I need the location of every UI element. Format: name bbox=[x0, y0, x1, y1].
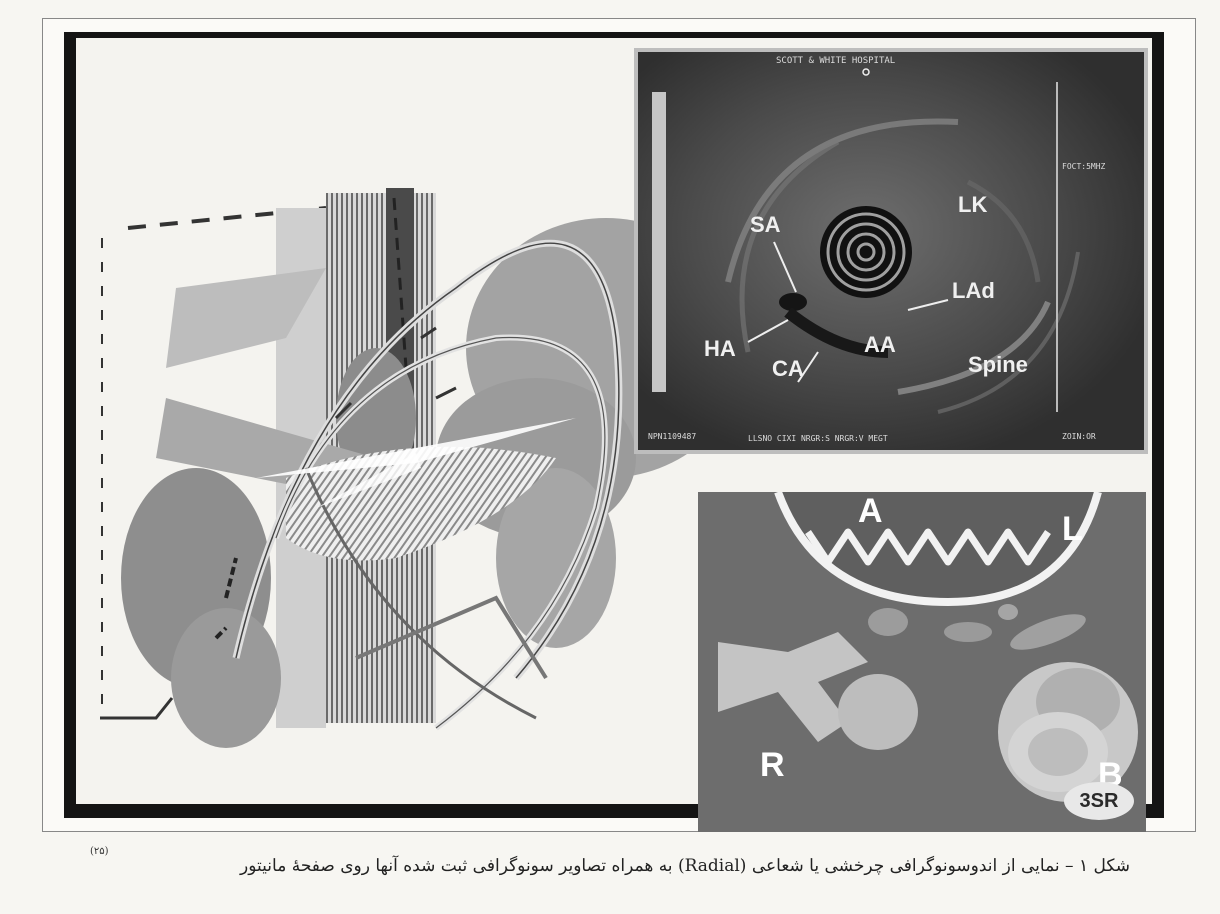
label-ca: CA bbox=[772, 356, 804, 382]
figure-caption: شکل ۱ – نمایی از اندوسونوگرافی چرخشی یا … bbox=[90, 856, 1130, 876]
ultrasound-footer-right: ZOIN:OR bbox=[1062, 432, 1096, 441]
label-lk: LK bbox=[958, 192, 987, 218]
photo-canvas: SCOTT & WHITE HOSPITAL FOCT:5MHZ NPN1109… bbox=[76, 38, 1152, 804]
sketch-label-l: L bbox=[1062, 510, 1083, 549]
label-ha: HA bbox=[704, 336, 736, 362]
sketch-label-a: A bbox=[858, 492, 883, 531]
schematic-sketch: A L R B 3SR bbox=[698, 492, 1146, 832]
ultrasound-side-info: FOCT:5MHZ bbox=[1062, 162, 1105, 171]
sketch-badge: 3SR bbox=[1064, 782, 1134, 820]
sketch-label-r: R bbox=[760, 746, 785, 785]
ultrasound-footer-mid: LLSNO CIXI NRGR:S NRGR:V MEGT bbox=[748, 434, 888, 443]
label-spine: Spine bbox=[968, 352, 1028, 378]
ultrasound-scan bbox=[638, 52, 1144, 450]
ultrasound-image: SCOTT & WHITE HOSPITAL FOCT:5MHZ NPN1109… bbox=[634, 48, 1148, 454]
ultrasound-footer-left: NPN1109487 bbox=[648, 432, 696, 441]
figure-photo: SCOTT & WHITE HOSPITAL FOCT:5MHZ NPN1109… bbox=[64, 32, 1164, 818]
label-lad: LAd bbox=[952, 278, 995, 304]
label-aa: AA bbox=[864, 332, 896, 358]
label-sa: SA bbox=[750, 212, 781, 238]
ultrasound-header: SCOTT & WHITE HOSPITAL bbox=[776, 56, 895, 66]
